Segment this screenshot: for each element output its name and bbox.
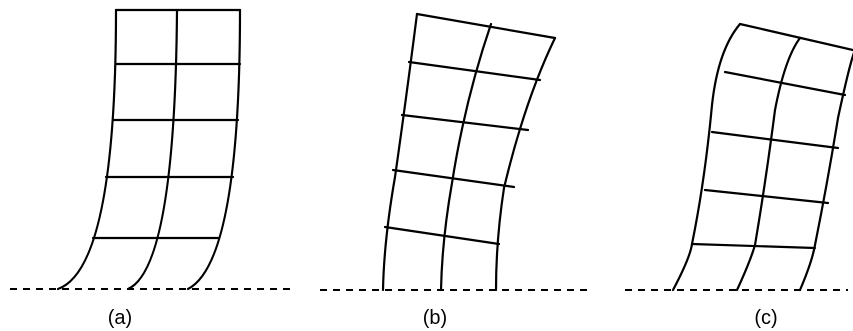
frame-c-column-left: [671, 22, 742, 292]
frame-a-column-left: [56, 8, 118, 291]
frame-c-beam-4: [723, 70, 847, 97]
frame-c-beam-2: [703, 188, 830, 205]
frame-b-beam-5: [415, 12, 557, 40]
panel-label-c: (c): [754, 307, 777, 329]
frame-c-column-right: [798, 52, 853, 292]
frame-c-beam-3: [710, 130, 840, 150]
panel-a: (a): [10, 8, 290, 329]
frame-a: [56, 8, 242, 291]
frame-b-column-left: [381, 12, 419, 292]
frame-b-beam-1: [383, 225, 501, 246]
panel-c: (c): [625, 22, 853, 329]
frame-a-column-middle: [126, 8, 179, 291]
panel-label-b: (b): [423, 307, 447, 329]
panel-b: (b): [320, 12, 588, 329]
frame-b: [381, 12, 557, 292]
frame-c-beam-5: [738, 22, 853, 52]
frame-b-beam-3: [400, 113, 530, 132]
frame-c-column-middle: [735, 36, 802, 292]
frame-b-column-right: [494, 36, 557, 292]
frame-c: [671, 22, 853, 292]
frame-b-column-middle: [439, 22, 493, 292]
frame-b-beam-2: [391, 168, 516, 189]
frame-c-beam-1: [690, 242, 817, 250]
frame-a-column-right: [186, 8, 242, 291]
panel-label-a: (a): [108, 307, 132, 329]
frame-b-beam-4: [407, 60, 542, 82]
